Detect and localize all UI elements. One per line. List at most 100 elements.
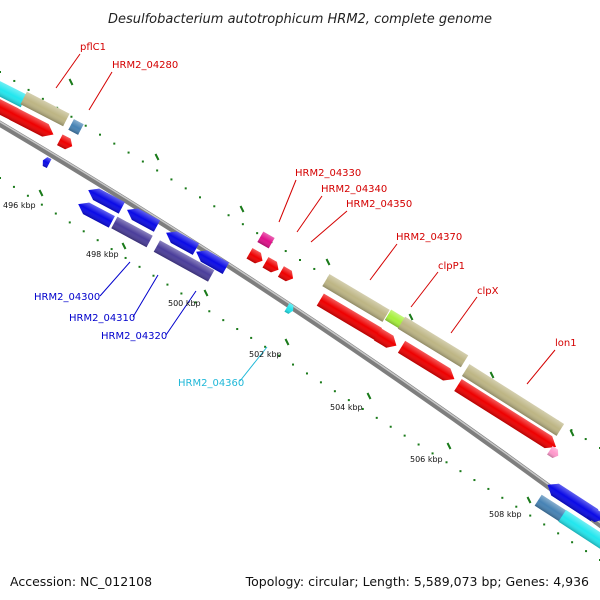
tick-label-502: 502 kbp	[249, 350, 282, 359]
gene-hrm2-04280	[68, 119, 84, 135]
gene-label-hrm2-04330[interactable]: HRM2_04330	[295, 168, 361, 179]
gene-label-hrm2-04350[interactable]: HRM2_04350	[346, 199, 412, 210]
tick-mark	[446, 442, 452, 450]
tick-mark	[154, 153, 160, 161]
tick-label-504: 504 kbp	[330, 403, 363, 412]
tick-dot-inner	[292, 363, 295, 366]
tick-dot-outer	[256, 232, 259, 235]
gene-blue-marker	[42, 157, 52, 169]
tick-dot-inner	[96, 239, 99, 242]
leader-line	[410, 271, 439, 308]
tick-mark	[68, 78, 74, 86]
gene-hrm2-04360	[284, 302, 294, 314]
tick-dot-inner	[40, 203, 43, 206]
gene-cyan-bottomright	[558, 509, 600, 551]
leader-line	[132, 274, 159, 318]
tick-dot-inner	[529, 514, 532, 517]
gene-red-topleft	[0, 99, 19, 122]
gene-hrm2-04320-shade	[153, 240, 215, 282]
gene-red-pflC1-shade	[9, 107, 54, 137]
tick-dot-inner	[26, 194, 29, 197]
tick-dot-outer	[299, 259, 301, 261]
tick-dot-outer	[184, 187, 187, 190]
tick-dot-inner	[166, 283, 169, 286]
tick-dot-inner	[180, 292, 183, 295]
tick-dot-inner	[0, 177, 1, 179]
tick-dot-outer	[70, 115, 73, 118]
tick-dot-outer	[141, 160, 144, 163]
tick-mark	[569, 429, 575, 437]
gene-label-lon1[interactable]: lon1	[555, 338, 577, 349]
tick-dot-inner	[459, 470, 462, 473]
accession-text: Accession: NC_012108	[10, 574, 152, 589]
tick-dot-inner	[138, 265, 141, 268]
tick-mark	[239, 205, 245, 213]
tick-dot-inner	[417, 443, 420, 446]
gene-red-topleft-shade	[0, 99, 19, 122]
gene-cyan-bottomright-shade	[558, 509, 600, 551]
gene-cyan-topleft	[0, 76, 28, 108]
gene-cyan-topleft-shade	[0, 76, 28, 108]
gene-hrm2-04330-shade	[257, 231, 275, 249]
gene-red-04370-shade	[316, 293, 386, 340]
tick-dot-outer	[156, 169, 159, 172]
gene-red-lon1	[454, 379, 557, 449]
tick-dot-inner	[208, 310, 211, 313]
tick-dot-inner	[110, 248, 113, 251]
gene-pflC1	[20, 91, 70, 127]
tick-dot-inner	[445, 461, 448, 464]
tick-dot-inner	[54, 212, 57, 215]
tick-dot-inner	[515, 505, 518, 508]
gene-blue-4-shade	[196, 250, 230, 274]
leader-line	[369, 243, 398, 281]
gene-hrm2-04300-shade	[78, 202, 115, 228]
gene-blue-1-shade	[88, 188, 125, 214]
gene-label-hrm2-04340[interactable]: HRM2_04340	[321, 184, 387, 195]
tick-label-508: 508 kbp	[489, 510, 522, 519]
gene-pink-marker	[547, 446, 559, 459]
gene-label-hrm2-04370[interactable]: HRM2_04370	[396, 232, 462, 243]
tick-marks	[38, 78, 575, 504]
leader-line	[55, 53, 81, 89]
leader-line	[239, 346, 268, 382]
gene-label-hrm2-04360[interactable]: HRM2_04360	[178, 378, 244, 389]
leader-line	[88, 71, 113, 111]
gene-hrm2-04280-shade	[68, 119, 84, 135]
tick-dot-inner	[264, 345, 267, 348]
gene-blue-3	[166, 231, 200, 255]
gene-label-hrm2-04310[interactable]: HRM2_04310	[69, 313, 135, 324]
gene-label-hrm2-04320[interactable]: HRM2_04320	[101, 331, 167, 342]
tick-dot-inner	[375, 416, 378, 419]
tick-mark	[284, 338, 290, 346]
tick-dot-inner	[557, 532, 560, 535]
map-title: Desulfobacterium autotrophicum HRM2, com…	[108, 12, 492, 27]
tick-mark	[325, 258, 331, 266]
tick-dot-inner	[236, 328, 239, 331]
tick-mark	[38, 189, 44, 197]
leader-line	[165, 290, 197, 336]
tick-dot-inner	[319, 381, 322, 384]
gene-label-pflC1[interactable]: pflC1	[80, 42, 106, 53]
gene-label-hrm2-04280[interactable]: HRM2_04280	[112, 60, 178, 71]
gene-label-clpP1[interactable]: clpP1	[438, 261, 465, 272]
gene-label-hrm2-04300[interactable]: HRM2_04300	[34, 292, 100, 303]
gene-red-hrm2-04340	[246, 248, 263, 264]
tick-dot-inner	[278, 354, 281, 357]
gene-hrm2-04360-shade	[284, 302, 294, 314]
tick-dot-outer	[313, 267, 316, 270]
gene-label-clpX[interactable]: clpX	[477, 286, 499, 297]
gene-blue-bottomright	[547, 483, 599, 522]
tick-label-496: 496 kbp	[3, 201, 36, 210]
gene-red-clpP1-shade	[373, 328, 397, 348]
tick-mark	[489, 371, 495, 379]
tick-dot-outer	[27, 88, 30, 91]
gene-red-clpX-shade	[397, 340, 455, 381]
gene-pflC1-shade	[20, 91, 70, 127]
tick-dot-inner	[431, 452, 434, 455]
gene-hrm2-04370	[322, 274, 390, 322]
tick-dot-inner	[222, 319, 225, 322]
tick-dot-outer	[584, 438, 587, 441]
leader-line	[310, 210, 348, 243]
leader-line	[99, 261, 131, 297]
tick-dot-outer	[0, 71, 1, 73]
